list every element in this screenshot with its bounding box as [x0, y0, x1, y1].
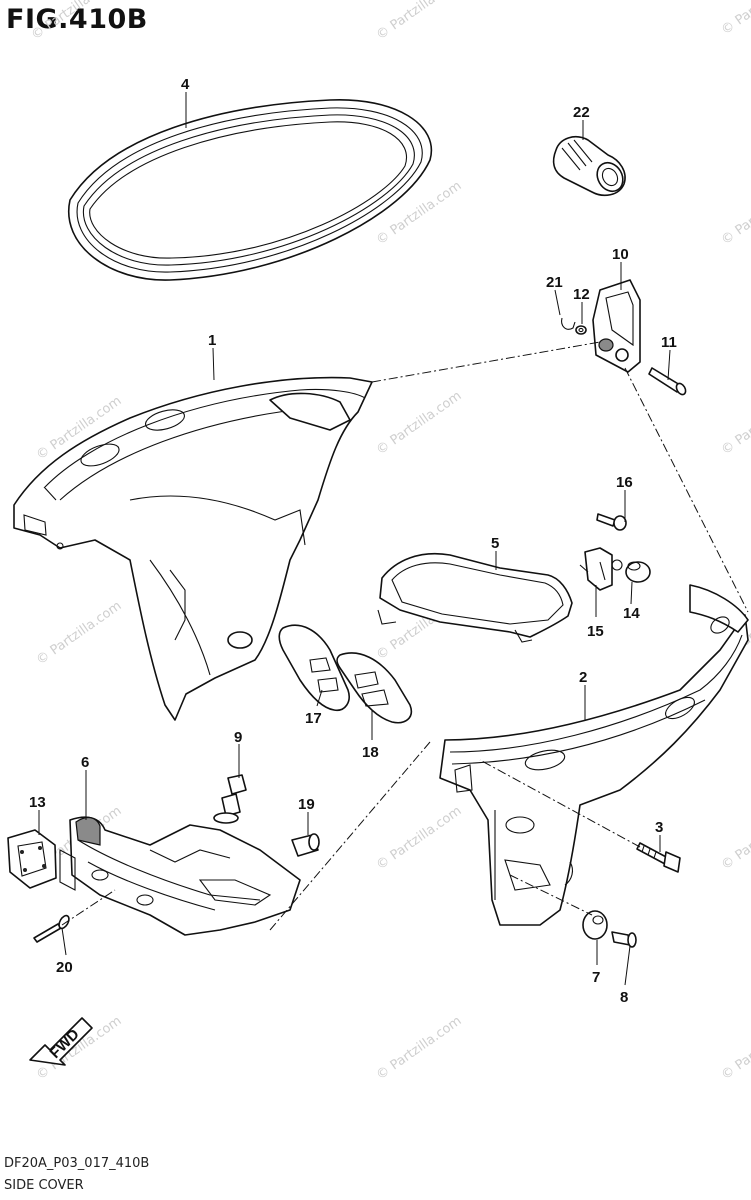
drawing-code: DF20A_P03_017_410B [4, 1156, 150, 1171]
callout-19: 19 [298, 796, 315, 813]
part-8-bolt[interactable] [611, 931, 637, 948]
callout-8: 8 [620, 989, 628, 1006]
watermark: © Partzilla.com [374, 388, 465, 458]
callout-11: 11 [661, 334, 677, 351]
part-6-lower-pan[interactable] [69, 816, 301, 936]
callout-17: 17 [305, 710, 322, 727]
part-21-clip[interactable] [561, 317, 576, 330]
callout-21: 21 [546, 274, 563, 291]
callout-13: 13 [29, 794, 46, 811]
watermark: © Partzilla.com [719, 803, 751, 873]
part-4-seal[interactable] [67, 99, 433, 281]
callout-7: 7 [592, 969, 600, 986]
callout-5: 5 [491, 535, 499, 552]
watermark: © Partzilla.com [29, 0, 120, 43]
watermark: © Partzilla.com [34, 598, 125, 668]
part-5-frame-seal[interactable] [377, 553, 573, 643]
part-1-upper-side-cover[interactable] [13, 376, 373, 721]
part-18-seal[interactable] [336, 652, 412, 724]
part-20-rivet[interactable] [33, 914, 71, 943]
callout-18: 18 [362, 744, 379, 761]
callout-16: 16 [616, 474, 633, 491]
watermark: © Partzilla.com [374, 1013, 465, 1083]
part-22-grommet[interactable] [552, 136, 628, 197]
callout-labels: 1 2 3 4 5 6 7 8 9 10 11 12 13 14 15 16 1… [29, 76, 677, 1006]
part-19-spacer[interactable] [291, 833, 320, 857]
callout-12: 12 [573, 286, 590, 303]
part-9-stud[interactable] [213, 774, 247, 824]
part-3-bolt[interactable] [636, 842, 681, 873]
part-16-screw[interactable] [596, 513, 627, 531]
watermark: © Partzilla.com [719, 0, 751, 38]
watermark: © Partzilla.com [374, 803, 465, 873]
watermark: © Partzilla.com [719, 1013, 751, 1083]
callout-4: 4 [181, 76, 190, 93]
part-2-lower-side-cover[interactable] [439, 584, 749, 926]
figure-description: SIDE COVER [4, 1178, 84, 1193]
watermark: © Partzilla.com [719, 388, 751, 458]
callout-2: 2 [579, 669, 587, 686]
part-7-grommet[interactable] [582, 910, 608, 940]
watermark: © Partzilla.com [719, 178, 751, 248]
figure-title: FIG.410B [6, 4, 148, 35]
callout-1: 1 [208, 332, 216, 349]
part-15-bracket[interactable] [579, 547, 623, 591]
part-13-pad[interactable] [7, 829, 76, 891]
callout-22: 22 [573, 104, 590, 121]
part-17-seal[interactable] [278, 624, 350, 712]
assembly-dash-lines [61, 341, 749, 931]
callout-6: 6 [81, 754, 89, 771]
callout-9: 9 [234, 729, 242, 746]
leader-lines [38, 92, 671, 986]
callout-15: 15 [587, 623, 604, 640]
callout-14: 14 [623, 605, 640, 622]
part-14-bumper[interactable] [625, 561, 651, 583]
part-10-hinge-bracket[interactable] [592, 279, 641, 373]
part-11-pin[interactable] [648, 367, 687, 396]
callout-20: 20 [56, 959, 73, 976]
callout-10: 10 [612, 246, 629, 263]
watermark: © Partzilla.com [374, 0, 465, 43]
callout-3: 3 [655, 819, 663, 836]
part-12-washer[interactable] [575, 325, 587, 335]
